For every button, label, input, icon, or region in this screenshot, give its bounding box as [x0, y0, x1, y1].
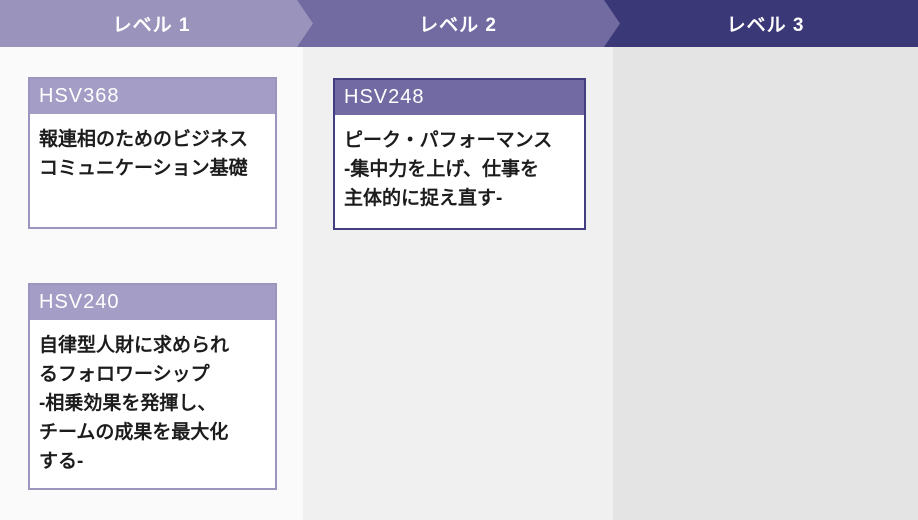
level-2-label: レベル 2	[419, 15, 497, 36]
level-2-chevron	[287, 0, 620, 47]
course-title: ピーク・パフォーマンス -集中力を上げ、仕事を 主体的に捉え直す-	[344, 130, 553, 209]
course-card-hsv240: HSV240 自律型人財に求められ るフォロワーシップ -相乗効果を発揮し、 チ…	[28, 283, 277, 490]
course-card-hsv368: HSV368 報連相のためのビジネス コミュニケーション基礎	[28, 77, 277, 229]
course-card-hsv248: HSV248 ピーク・パフォーマンス -集中力を上げ、仕事を 主体的に捉え直す-	[333, 78, 586, 230]
level-1-chevron	[0, 0, 313, 47]
course-title: 自律型人財に求められ るフォロワーシップ -相乗効果を発揮し、 チームの成果を最…	[39, 335, 230, 472]
course-code: HSV248	[335, 80, 584, 115]
level-3-chevron	[597, 0, 918, 47]
level-1-label: レベル 1	[112, 15, 191, 36]
level-3-label: レベル 3	[726, 15, 805, 36]
course-code: HSV240	[30, 285, 275, 320]
course-code: HSV368	[30, 79, 275, 114]
level-3-column	[613, 47, 918, 520]
level-header-band: レベル 1 レベル 2 レベル 3	[0, 0, 918, 47]
course-title: 報連相のためのビジネス コミュニケーション基礎	[39, 129, 249, 179]
